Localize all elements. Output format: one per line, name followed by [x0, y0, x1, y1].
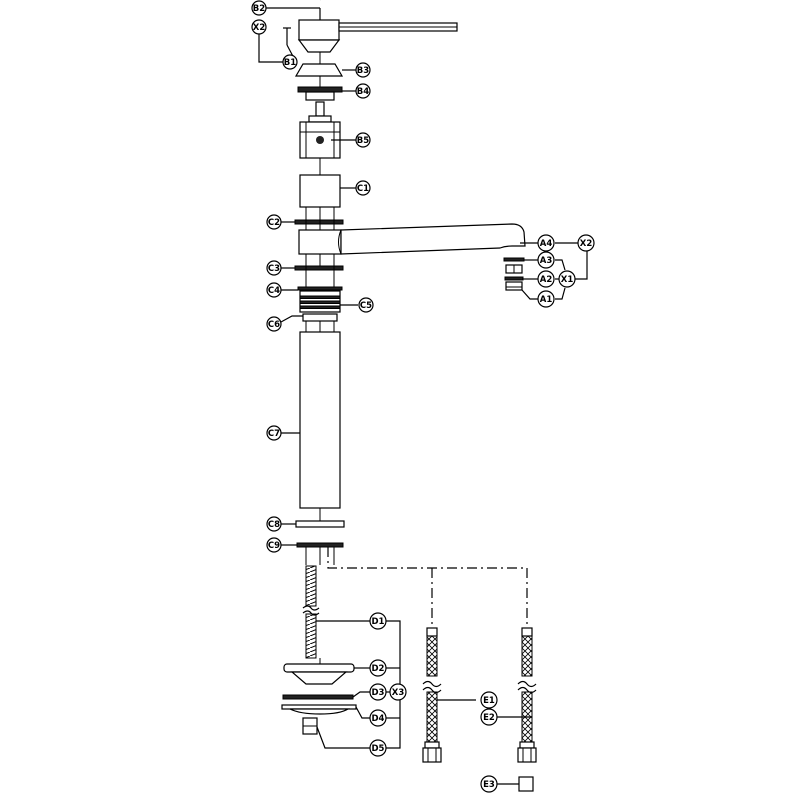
callout-b3: B3 — [355, 62, 371, 78]
part-b3 — [294, 63, 344, 77]
svg-text:X2: X2 — [253, 23, 266, 33]
svg-text:A4: A4 — [540, 239, 553, 249]
svg-text:B3: B3 — [357, 66, 369, 76]
callout-d3: D3 — [369, 683, 387, 701]
part-c2 — [294, 219, 344, 225]
svg-text:D4: D4 — [372, 714, 385, 724]
svg-text:A2: A2 — [540, 275, 553, 285]
callout-b5: B5 — [355, 132, 371, 148]
part-c3 — [294, 265, 344, 271]
svg-text:D3: D3 — [372, 688, 385, 698]
svg-text:C8: C8 — [268, 520, 280, 530]
aerator-parts — [503, 257, 525, 291]
callout-x2-top: X2 — [251, 19, 267, 35]
part-c9 — [296, 542, 344, 548]
svg-text:D5: D5 — [372, 744, 385, 754]
part-b4 — [297, 86, 343, 101]
callout-c6: C6 — [266, 316, 282, 332]
callout-c5: C5 — [358, 297, 374, 313]
callout-a4: A4 — [537, 234, 555, 252]
svg-text:C9: C9 — [268, 541, 280, 551]
svg-text:C1: C1 — [357, 184, 369, 194]
part-d5 — [302, 717, 318, 735]
svg-text:D2: D2 — [372, 664, 385, 674]
callout-d4: D4 — [369, 709, 387, 727]
part-d4 — [281, 704, 357, 715]
callout-c4: C4 — [266, 282, 282, 298]
callout-a3: A3 — [537, 251, 555, 269]
svg-text:B4: B4 — [357, 87, 369, 97]
spout — [298, 223, 526, 255]
svg-text:B5: B5 — [357, 136, 369, 146]
svg-text:E3: E3 — [483, 780, 495, 790]
svg-text:B1: B1 — [284, 58, 296, 68]
part-d3 — [282, 694, 354, 700]
svg-text:C2: C2 — [268, 218, 280, 228]
callout-c7: C7 — [266, 425, 282, 441]
part-c7 — [299, 331, 341, 509]
svg-text:C3: C3 — [268, 264, 280, 274]
part-d2 — [283, 658, 355, 685]
svg-text:C5: C5 — [360, 301, 372, 311]
svg-text:A3: A3 — [540, 256, 553, 266]
callout-e1: E1 — [480, 691, 498, 709]
callout-c1: C1 — [355, 180, 371, 196]
svg-text:A1: A1 — [540, 295, 553, 305]
callout-x2-right: X2 — [577, 234, 595, 252]
callout-e2: E2 — [480, 708, 498, 726]
part-c8 — [295, 520, 345, 528]
callout-b1: B1 — [282, 54, 298, 70]
part-e1-hose — [422, 627, 442, 763]
part-d1 — [302, 565, 320, 659]
part-e3 — [518, 776, 534, 792]
part-c6 — [302, 313, 338, 322]
part-b5 — [299, 101, 341, 159]
callout-c2: C2 — [266, 214, 282, 230]
svg-text:B2: B2 — [253, 4, 265, 14]
callout-b4: B4 — [355, 83, 371, 99]
callout-a2: A2 — [537, 270, 555, 288]
svg-text:C7: C7 — [268, 429, 280, 439]
svg-text:C6: C6 — [268, 320, 280, 330]
callout-b2: B2 — [251, 0, 267, 16]
callout-x1: X1 — [558, 270, 576, 288]
callout-c8: C8 — [266, 516, 282, 532]
callout-a1: A1 — [537, 290, 555, 308]
svg-text:E2: E2 — [483, 713, 495, 723]
svg-text:C4: C4 — [268, 286, 280, 296]
handle-assembly — [265, 7, 458, 53]
part-c4-c5 — [297, 286, 343, 313]
callout-d1: D1 — [369, 612, 387, 630]
part-c1 — [299, 174, 341, 208]
callout-d5: D5 — [369, 739, 387, 757]
part-e2-hose — [517, 627, 537, 763]
svg-text:X3: X3 — [392, 688, 405, 698]
callout-c9: C9 — [266, 537, 282, 553]
svg-text:D1: D1 — [372, 617, 385, 627]
svg-text:X1: X1 — [561, 275, 574, 285]
leader-lines — [258, 33, 588, 785]
svg-text:E1: E1 — [483, 696, 495, 706]
callout-c3: C3 — [266, 260, 282, 276]
supply-route-dashdot — [327, 547, 528, 625]
callout-e3: E3 — [480, 775, 498, 793]
callout-d2: D2 — [369, 659, 387, 677]
svg-text:X2: X2 — [580, 239, 593, 249]
callout-x3: X3 — [389, 683, 407, 701]
